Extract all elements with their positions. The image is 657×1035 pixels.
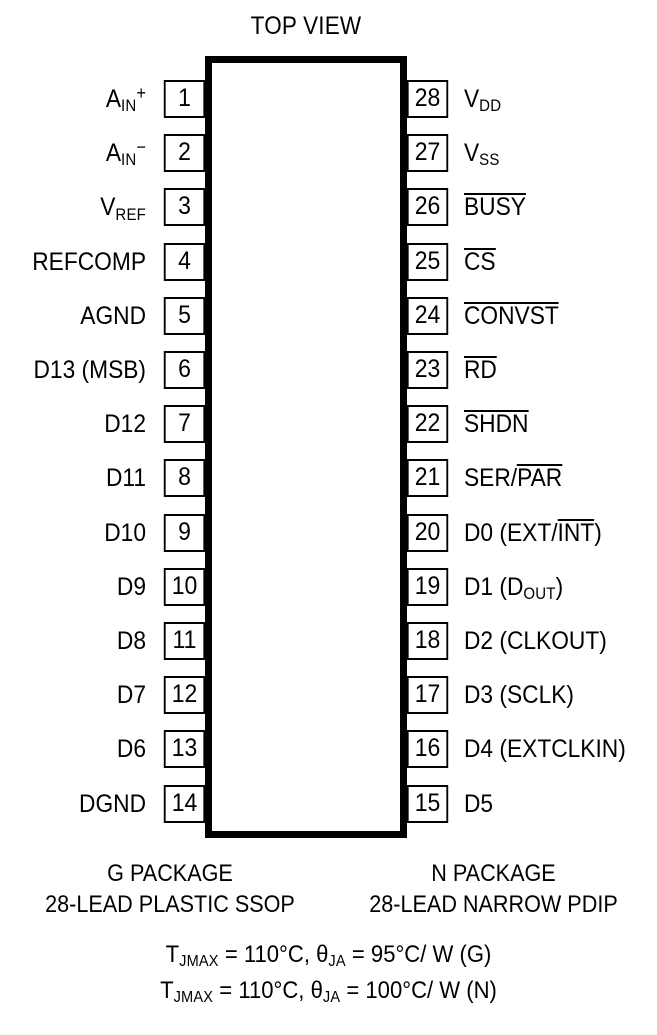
pin-number-7: 7 xyxy=(163,405,206,444)
pin-label-24: CONVST xyxy=(464,301,559,330)
n-package-description: 28-LEAD NARROW PDIP xyxy=(369,891,618,918)
package-body-outline xyxy=(205,56,407,838)
pin-label-9: D10 xyxy=(104,518,146,547)
pin-number-28: 28 xyxy=(406,80,449,118)
g-package-name: G PACKAGE xyxy=(107,860,233,887)
pin-number-10: 10 xyxy=(163,567,206,606)
pin-label-2: AIN− xyxy=(105,137,146,170)
pin-label-1: AIN+ xyxy=(105,83,146,116)
pin-number-16: 16 xyxy=(406,730,449,769)
pin-number-9: 9 xyxy=(163,513,206,552)
pin-label-18: D2 (CLKOUT) xyxy=(464,627,607,655)
pin-number-25: 25 xyxy=(406,242,449,281)
pin-number-20: 20 xyxy=(406,513,449,552)
pin-number-11: 11 xyxy=(163,622,206,660)
pin-number-6: 6 xyxy=(163,351,206,389)
pin-number-19: 19 xyxy=(406,567,449,606)
pin-label-17: D3 (SCLK) xyxy=(464,681,574,710)
pin-number-1: 1 xyxy=(163,80,206,118)
pin-label-14: DGND xyxy=(79,789,146,818)
pin-number-8: 8 xyxy=(163,459,206,498)
pin-label-22: SHDN xyxy=(464,410,529,439)
g-package-description: 28-LEAD PLASTIC SSOP xyxy=(45,891,295,918)
pin-label-11: D8 xyxy=(116,627,146,655)
pin-number-13: 13 xyxy=(163,730,206,769)
n-package-name: N PACKAGE xyxy=(431,860,556,887)
thermal-spec-n: TJMAX = 110°C, θJA = 100°C/ W (N) xyxy=(160,977,497,1007)
pin-label-8: D11 xyxy=(105,464,146,493)
pin-label-23: RD xyxy=(464,356,497,384)
pin-label-3: VREF xyxy=(100,193,146,224)
pin-label-12: D7 xyxy=(116,681,146,710)
pin-number-14: 14 xyxy=(163,784,206,823)
thermal-specs: TJMAX = 110°C, θJA = 95°C/ W (G) TJMAX =… xyxy=(0,938,657,1010)
pin-label-10: D9 xyxy=(116,572,146,601)
pin-number-18: 18 xyxy=(406,622,449,660)
pin-label-15: D5 xyxy=(464,789,494,818)
pin-label-6: D13 (MSB) xyxy=(33,356,146,384)
pin-number-2: 2 xyxy=(163,134,206,173)
pin-number-27: 27 xyxy=(406,134,449,173)
pin-number-24: 24 xyxy=(406,296,449,335)
pin-label-21: SER/PAR xyxy=(464,464,563,493)
pin-label-7: D12 xyxy=(104,410,146,439)
pin-number-15: 15 xyxy=(406,784,449,823)
pin-number-17: 17 xyxy=(406,676,449,715)
pin-number-4: 4 xyxy=(163,242,206,281)
pin-number-3: 3 xyxy=(163,188,206,227)
top-view-title: TOP VIEW xyxy=(250,12,362,40)
pin-label-27: VSS xyxy=(464,139,500,170)
pin-label-16: D4 (EXTCLKIN) xyxy=(464,735,626,764)
pin-label-25: CS xyxy=(464,247,496,276)
n-package-caption: N PACKAGE 28-LEAD NARROW PDIP xyxy=(346,858,640,920)
pin-label-28: VDD xyxy=(464,85,502,116)
pin-label-13: D6 xyxy=(116,735,146,764)
thermal-spec-g: TJMAX = 110°C, θJA = 95°C/ W (G) xyxy=(165,941,492,971)
pin-number-5: 5 xyxy=(163,296,206,335)
pin-label-4: REFCOMP xyxy=(32,247,146,276)
pin-label-26: BUSY xyxy=(464,193,526,222)
pin-number-23: 23 xyxy=(406,351,449,389)
pin-label-19: D1 (DOUT) xyxy=(464,572,564,604)
pin-label-5: AGND xyxy=(80,301,146,330)
g-package-caption: G PACKAGE 28-LEAD PLASTIC SSOP xyxy=(17,858,323,920)
pin-number-12: 12 xyxy=(163,676,206,715)
pin-label-20: D0 (EXT/INT) xyxy=(464,518,602,547)
pin-number-21: 21 xyxy=(406,459,449,498)
pin-number-22: 22 xyxy=(406,405,449,444)
pin-number-26: 26 xyxy=(406,188,449,227)
